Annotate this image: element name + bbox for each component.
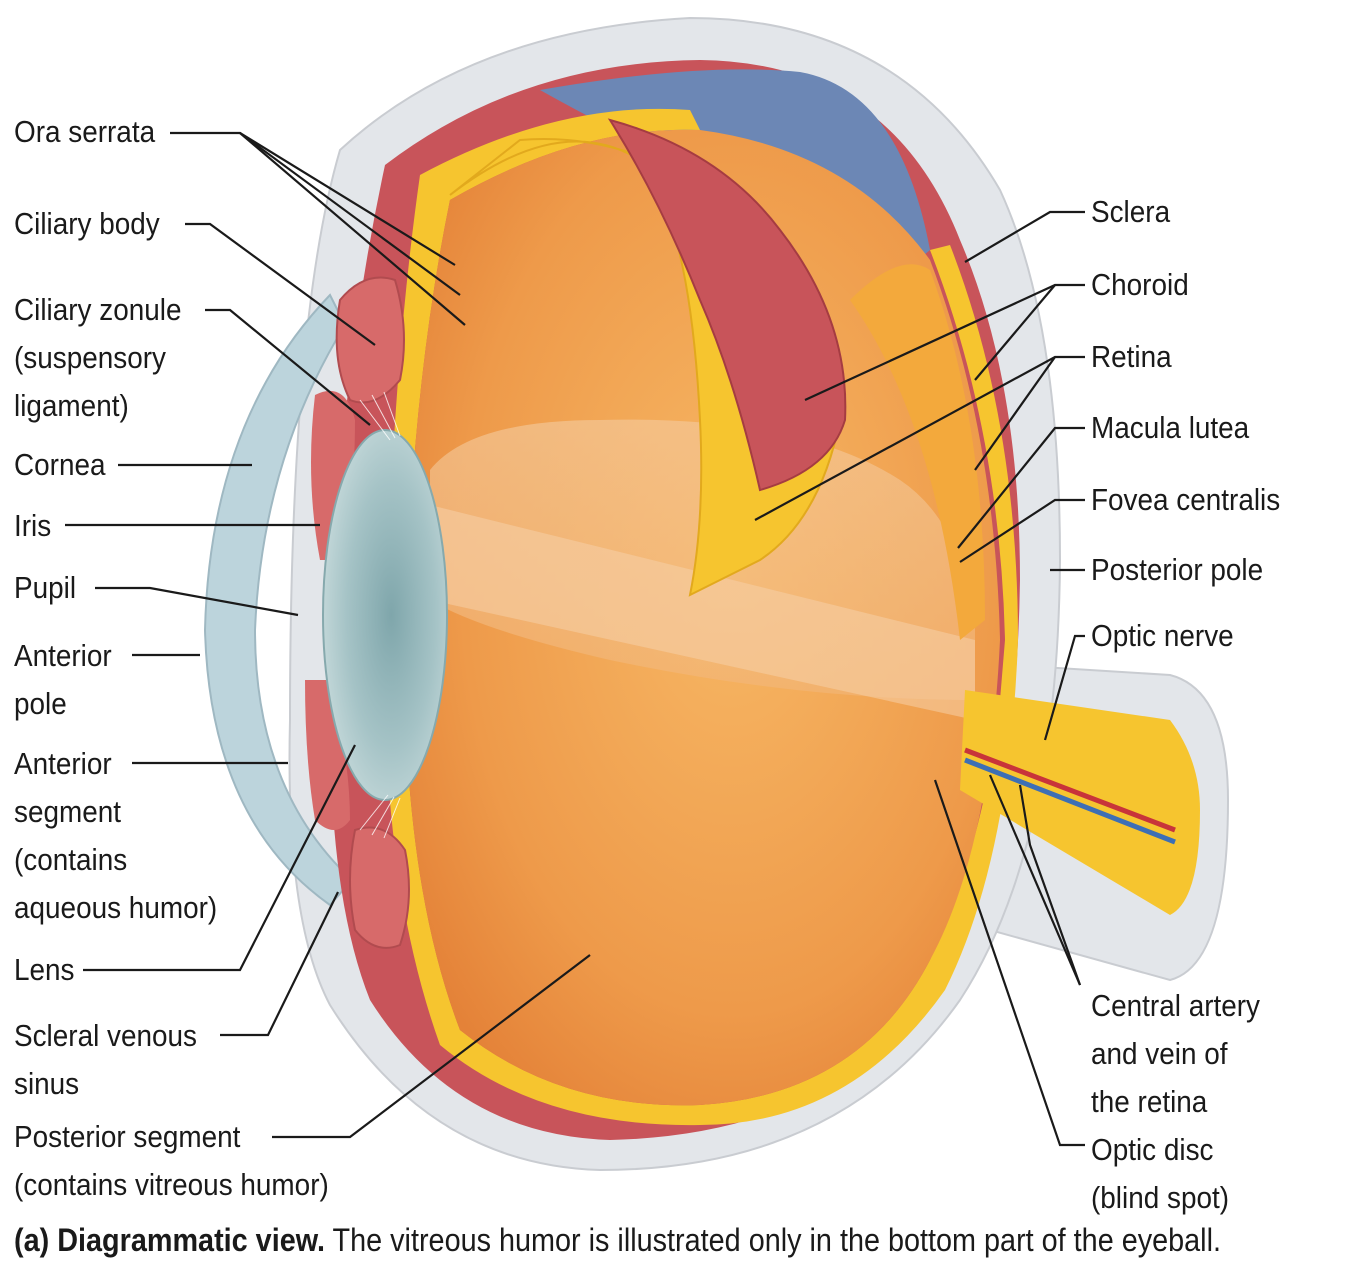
label-ciliary-zonule-line2: (suspensory (14, 334, 166, 382)
label-scleral-venous-sinus-line2: sinus (14, 1060, 79, 1108)
label-choroid: Choroid (1091, 261, 1189, 309)
label-optic-disc: Optic disc (1091, 1126, 1213, 1174)
label-posterior-segment-line2: (contains vitreous humor) (14, 1161, 329, 1209)
label-anterior-pole: Anterior (14, 632, 112, 680)
label-central-artery-line2: and vein of (1091, 1030, 1228, 1078)
label-macula-lutea: Macula lutea (1091, 404, 1249, 452)
label-lens: Lens (14, 946, 75, 994)
label-optic-disc-line2: (blind spot) (1091, 1174, 1229, 1222)
label-pupil: Pupil (14, 564, 76, 612)
label-anterior-segment-line4: aqueous humor) (14, 884, 217, 932)
caption-text: The vitreous humor is illustrated only i… (325, 1222, 1221, 1258)
label-ciliary-zonule-line3: ligament) (14, 382, 129, 430)
lens (323, 430, 447, 800)
label-posterior-pole: Posterior pole (1091, 546, 1263, 594)
label-retina: Retina (1091, 333, 1172, 381)
ciliary-body-upper (337, 278, 404, 403)
ciliary-body-lower (350, 828, 409, 948)
label-anterior-segment: Anterior (14, 740, 112, 788)
label-ora-serrata: Ora serrata (14, 108, 155, 156)
figure-caption: (a) Diagrammatic view. The vitreous humo… (14, 1222, 1221, 1259)
label-cornea: Cornea (14, 441, 106, 489)
label-optic-nerve: Optic nerve (1091, 612, 1234, 660)
caption-title: (a) Diagrammatic view. (14, 1222, 325, 1258)
label-anterior-segment-line3: (contains (14, 836, 127, 884)
label-scleral-venous-sinus: Scleral venous (14, 1012, 197, 1060)
label-ciliary-zonule: Ciliary zonule (14, 286, 181, 334)
label-iris: Iris (14, 502, 51, 550)
label-sclera: Sclera (1091, 188, 1170, 236)
label-posterior-segment: Posterior segment (14, 1113, 240, 1161)
label-anterior-segment-line2: segment (14, 788, 121, 836)
label-fovea-centralis: Fovea centralis (1091, 476, 1280, 524)
label-central-artery: Central artery (1091, 982, 1260, 1030)
label-central-artery-line3: the retina (1091, 1078, 1207, 1126)
label-ciliary-body: Ciliary body (14, 200, 160, 248)
label-anterior-pole-line2: pole (14, 680, 67, 728)
